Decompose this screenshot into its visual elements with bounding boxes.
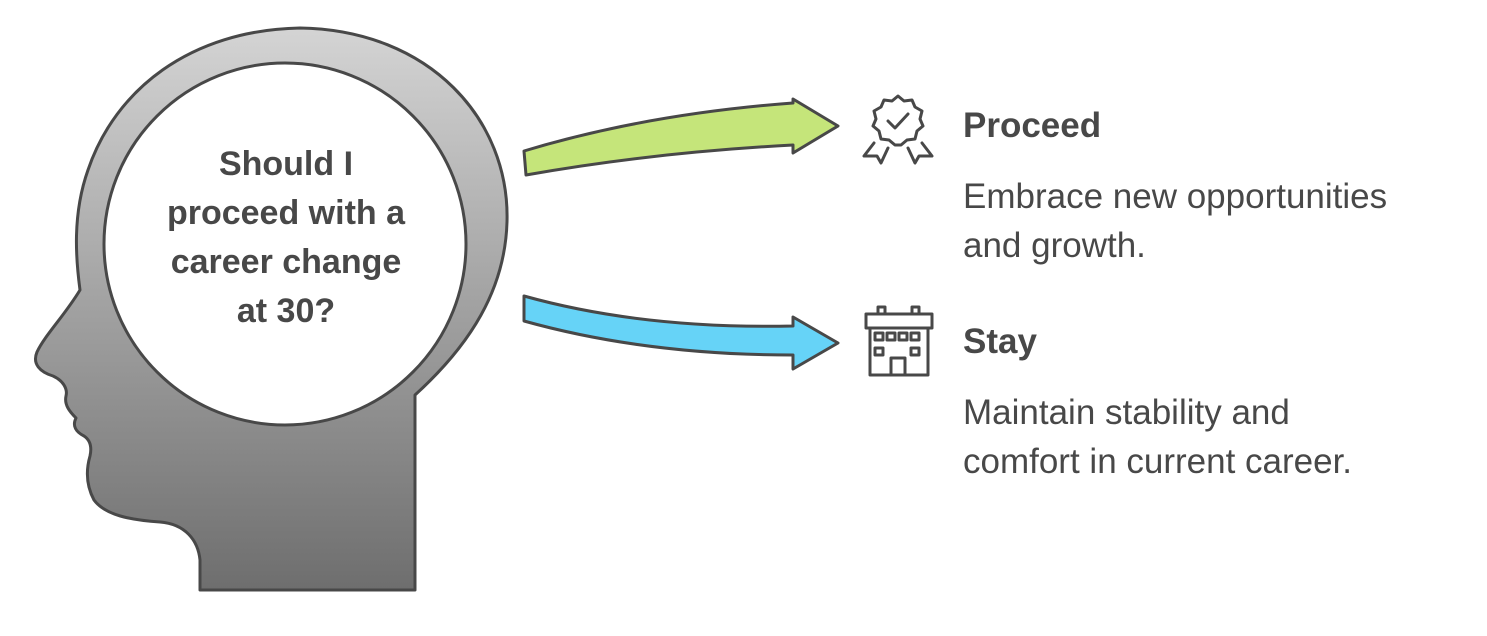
building-icon [864,305,934,377]
proceed-arrow [522,97,840,177]
award-badge-icon [862,94,934,165]
thought-circle [102,61,468,427]
question-text: Should I proceed with a career change at… [166,145,406,330]
proceed-title: Proceed [963,106,1102,145]
stay-arrow [522,294,840,371]
stay-title: Stay [963,322,1037,361]
proceed-description: Embrace new opportunities and growth. [963,177,1388,265]
stay-description: Maintain stability and comfort in curren… [963,393,1353,481]
